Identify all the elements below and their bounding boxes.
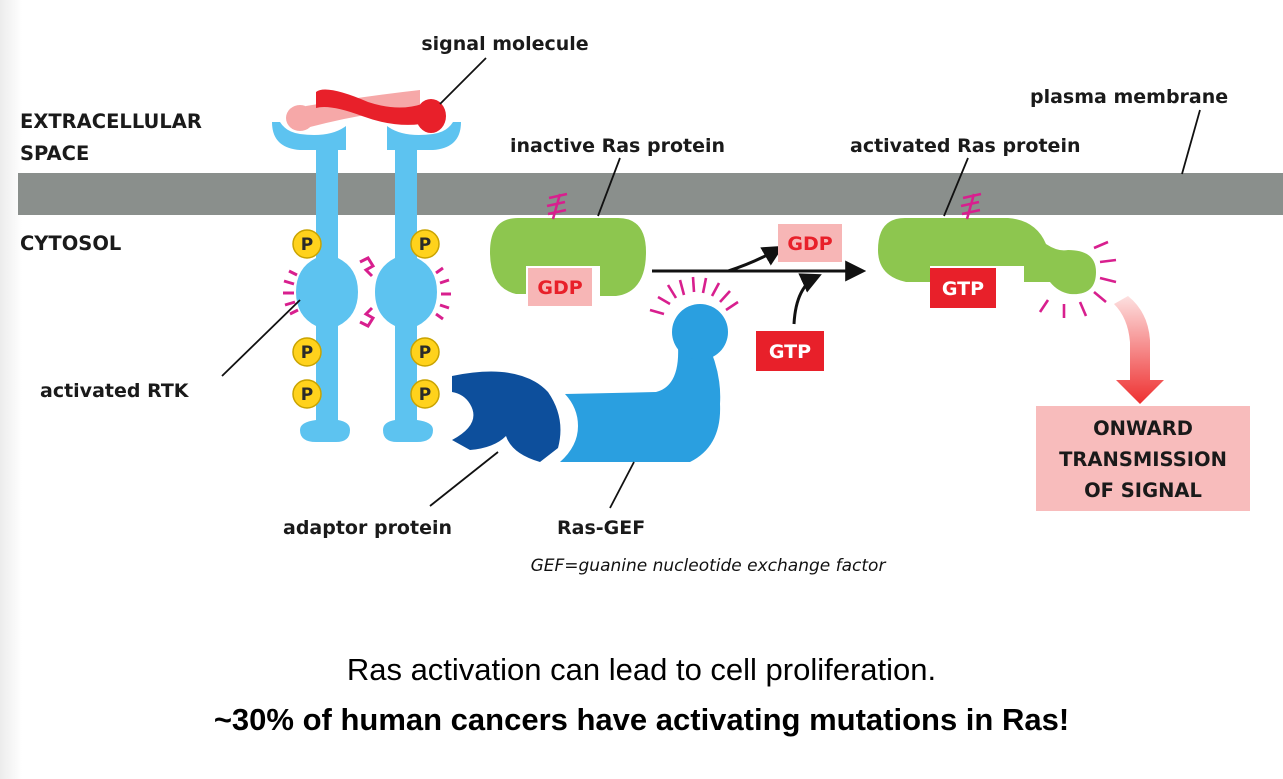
label-plasma-membrane: plasma membrane xyxy=(1030,86,1228,108)
phosphate-right-bottom: P xyxy=(410,379,440,409)
svg-text:P: P xyxy=(301,235,313,255)
phosphate-left-top: P xyxy=(292,229,322,259)
onward-transmission-box: ONWARD TRANSMISSION OF SIGNAL xyxy=(1036,406,1250,511)
phosphate-right-mid: P xyxy=(410,337,440,367)
svg-text:ONWARD: ONWARD xyxy=(1093,417,1193,440)
svg-text:GTP: GTP xyxy=(769,341,811,363)
ras-gef-activation-marks xyxy=(649,276,739,316)
lipid-anchor-inactive xyxy=(546,192,568,220)
gtp-bound-box: GTP xyxy=(930,268,996,308)
activated-rtk xyxy=(272,122,461,442)
activated-ras-activation-marks xyxy=(1038,240,1117,318)
leader-lines xyxy=(221,57,1201,509)
label-inactive-ras: inactive Ras protein xyxy=(510,135,725,157)
activated-ras-protein: GTP xyxy=(878,192,1096,308)
gtp-incoming-box: GTP xyxy=(756,331,824,371)
phosphate-left-mid: P xyxy=(292,337,322,367)
phosphate-left-bottom: P xyxy=(292,379,322,409)
caption-line-1: Ras activation can lead to cell prolifer… xyxy=(346,652,937,687)
inactive-ras-protein: GDP xyxy=(490,192,646,306)
gdp-bound-box: GDP xyxy=(528,268,592,306)
gdp-release-arrow xyxy=(727,245,784,273)
gtp-entry-arrow xyxy=(792,273,822,325)
plasma-membrane xyxy=(18,173,1283,215)
label-space: SPACE xyxy=(20,142,89,165)
caption-line-2: ~30% of human cancers have activating mu… xyxy=(213,702,1070,737)
svg-text:P: P xyxy=(301,343,313,363)
lipid-anchor-active xyxy=(960,192,982,220)
svg-text:OF SIGNAL: OF SIGNAL xyxy=(1084,479,1202,502)
label-extracellular: EXTRACELLULAR xyxy=(20,110,202,133)
phosphate-group: P P P P P P xyxy=(292,229,440,409)
svg-text:P: P xyxy=(301,385,313,405)
label-ras-gef: Ras-GEF xyxy=(557,517,645,539)
svg-text:GTP: GTP xyxy=(942,278,984,300)
svg-text:P: P xyxy=(419,235,431,255)
svg-text:TRANSMISSION: TRANSMISSION xyxy=(1059,448,1227,471)
gdp-released-box: GDP xyxy=(778,224,842,262)
exchange-arrows xyxy=(652,245,867,325)
svg-text:GDP: GDP xyxy=(537,277,582,299)
adaptor-protein xyxy=(452,371,561,462)
receptor-activation-marks xyxy=(283,256,451,328)
gef-definition-note: GEF=guanine nucleotide exchange factor xyxy=(531,556,887,576)
signal-molecule xyxy=(286,89,446,133)
label-activated-rtk: activated RTK xyxy=(40,380,190,402)
label-cytosol: CYTOSOL xyxy=(20,232,121,255)
label-signal-molecule: signal molecule xyxy=(421,33,588,55)
label-adaptor-protein: adaptor protein xyxy=(283,517,452,539)
label-activated-ras: activated Ras protein xyxy=(850,135,1080,157)
page-edge-shading xyxy=(0,0,22,779)
svg-text:P: P xyxy=(419,385,431,405)
phosphate-right-top: P xyxy=(410,229,440,259)
svg-text:P: P xyxy=(419,343,431,363)
svg-text:GDP: GDP xyxy=(787,233,832,255)
ras-gef xyxy=(560,304,728,462)
onward-arrow xyxy=(1114,296,1164,404)
